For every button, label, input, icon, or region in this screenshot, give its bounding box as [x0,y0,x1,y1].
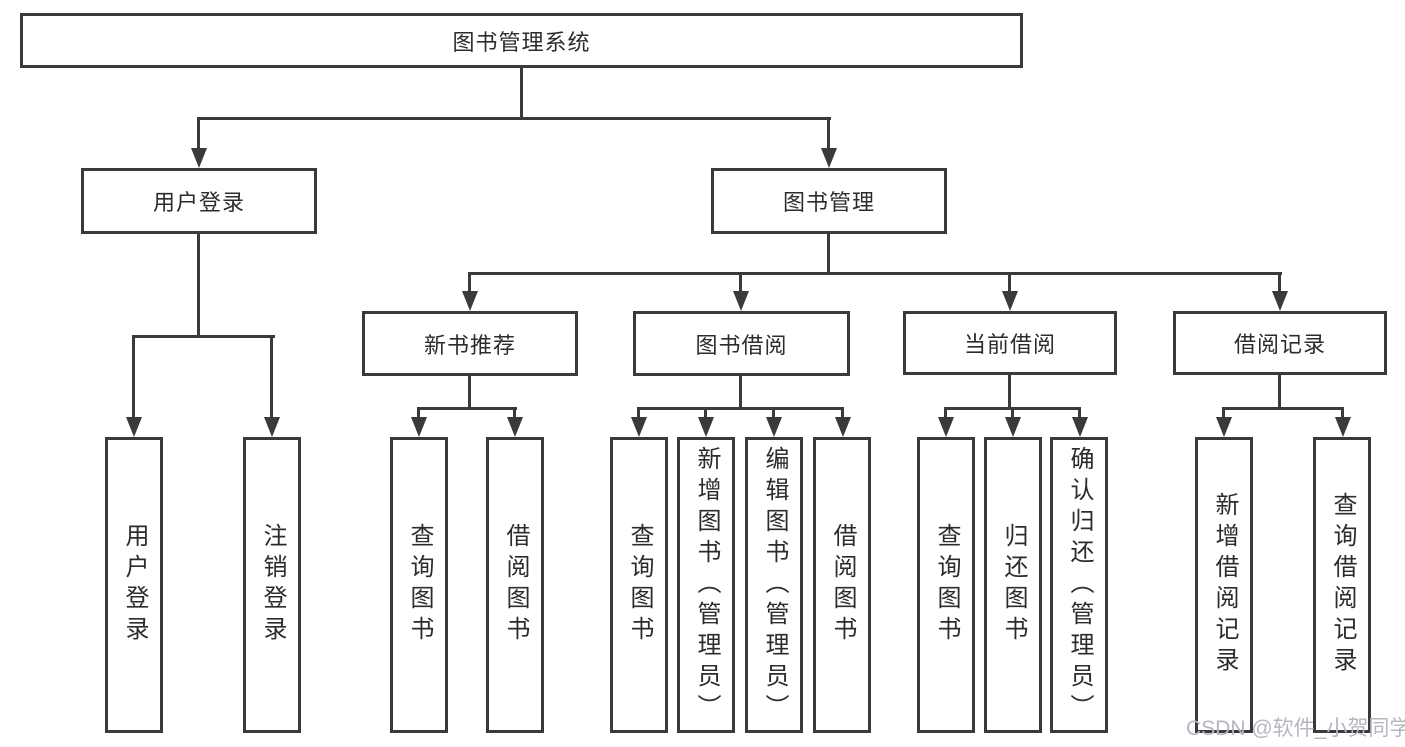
connector-borrowing-bar [637,407,844,410]
connector-newbook-stem [468,376,471,410]
leaf-records-query-record-label: 查询借阅记录 [1329,492,1356,678]
node-user-login-label: 用户登录 [152,190,245,215]
node-borrow-records: 借阅记录 [1173,311,1387,375]
node-root-label: 图书管理系统 [452,29,591,55]
node-book-management: 图书管理 [711,168,947,234]
node-book-management-label: 图书管理 [782,190,875,215]
arrowhead-user-login [191,148,207,168]
arrowhead-current-borrow [1002,291,1018,311]
leaf-current-query-books-label: 查询图书 [933,523,960,647]
connector-newbook-drop-1 [417,407,420,419]
arrowhead-current-confirm [1072,417,1088,437]
connector-user-stem [197,234,200,338]
connector-records-drop-2 [1341,407,1344,419]
leaf-borrowing-edit-books-admin-label: 编辑图书（管理员） [761,445,788,725]
leaf-user-login: 用户登录 [105,437,163,733]
arrowhead-new-book [462,291,478,311]
connector-bookmgmt-drop-3 [1008,272,1011,293]
leaf-borrowing-borrow-books: 借阅图书 [813,437,871,733]
leaf-records-add-record-label: 新增借阅记录 [1211,492,1238,678]
connector-newbook-bar [417,407,517,410]
connector-records-bar [1222,407,1344,410]
arrowhead-records-query [1335,417,1351,437]
node-current-borrowing: 当前借阅 [903,311,1117,375]
arrowhead-book-management [821,148,837,168]
node-borrow-records-label: 借阅记录 [1233,332,1326,357]
connector-root-stem [520,68,523,120]
leaf-borrowing-edit-books-admin: 编辑图书（管理员） [745,437,803,733]
leaf-user-logout-label: 注销登录 [259,523,286,647]
node-user-login: 用户登录 [81,168,317,234]
leaf-newbook-query-books-label: 查询图书 [406,523,433,647]
leaf-records-add-record: 新增借阅记录 [1195,437,1253,733]
leaf-newbook-query-books: 查询图书 [390,437,448,733]
arrowhead-current-return [1005,417,1021,437]
leaf-newbook-borrow-books-label: 借阅图书 [502,523,529,647]
arrowhead-borrowing-borrow [835,417,851,437]
node-root-library-management-system: 图书管理系统 [20,13,1023,68]
node-new-book-recommend: 新书推荐 [362,311,578,376]
connector-bookmgmt-stem [827,234,830,275]
leaf-newbook-borrow-books: 借阅图书 [486,437,544,733]
arrowhead-book-borrow [733,291,749,311]
leaf-user-login-label: 用户登录 [121,523,148,647]
connector-current-stem [1008,375,1011,410]
leaf-records-query-record: 查询借阅记录 [1313,437,1371,733]
leaf-current-confirm-return-admin: 确认归还（管理员） [1050,437,1108,733]
node-current-borrowing-label: 当前借阅 [963,332,1056,357]
connector-records-stem [1278,375,1281,410]
arrowhead-borrowing-add [698,417,714,437]
connector-borrowing-drop-2 [704,407,707,419]
csdn-watermark: CSDN @软件_小贺同学 [1186,717,1405,740]
leaf-user-logout: 注销登录 [243,437,301,733]
node-book-borrowing-label: 图书借阅 [695,332,788,358]
arrowhead-user-logout-leaf [264,417,280,437]
arrowhead-borrow-records [1272,291,1288,311]
node-new-book-recommend-label: 新书推荐 [423,332,516,358]
leaf-borrowing-borrow-books-label: 借阅图书 [829,523,856,647]
arrowhead-current-query [938,417,954,437]
leaf-borrowing-query-books-label: 查询图书 [626,523,653,647]
connector-borrowing-drop-4 [841,407,844,419]
node-book-borrowing: 图书借阅 [633,311,850,376]
connector-bookmgmt-bar [468,272,1282,275]
leaf-borrowing-add-books-admin: 新增图书（管理员） [677,437,735,733]
connector-user-drop-1 [132,335,135,419]
arrowhead-newbook-borrow [507,417,523,437]
leaf-borrowing-query-books: 查询图书 [610,437,668,733]
connector-current-drop-3 [1078,407,1081,419]
connector-root-bar [198,117,831,120]
connector-user-drop-2 [270,335,273,419]
connector-current-drop-1 [944,407,947,419]
arrowhead-borrowing-edit [766,417,782,437]
connector-bookmgmt-drop-4 [1278,272,1281,293]
arrowhead-borrowing-query [631,417,647,437]
connector-borrowing-drop-1 [637,407,640,419]
arrowhead-user-login-leaf [126,417,142,437]
connector-records-drop-1 [1222,407,1225,419]
connector-root-drop-right [827,117,830,150]
leaf-borrowing-add-books-admin-label: 新增图书（管理员） [693,445,720,725]
connector-newbook-drop-2 [513,407,516,419]
connector-bookmgmt-drop-1 [468,272,471,293]
connector-root-drop-left [197,117,200,150]
connector-user-bar [132,335,275,338]
connector-bookmgmt-drop-2 [739,272,742,293]
arrowhead-newbook-query [411,417,427,437]
connector-borrowing-stem [739,376,742,410]
leaf-current-return-books-label: 归还图书 [1000,523,1027,647]
leaf-current-query-books: 查询图书 [917,437,975,733]
connector-borrowing-drop-3 [772,407,775,419]
arrowhead-records-add [1216,417,1232,437]
connector-current-drop-2 [1011,407,1014,419]
leaf-current-confirm-return-admin-label: 确认归还（管理员） [1066,445,1093,725]
leaf-current-return-books: 归还图书 [984,437,1042,733]
